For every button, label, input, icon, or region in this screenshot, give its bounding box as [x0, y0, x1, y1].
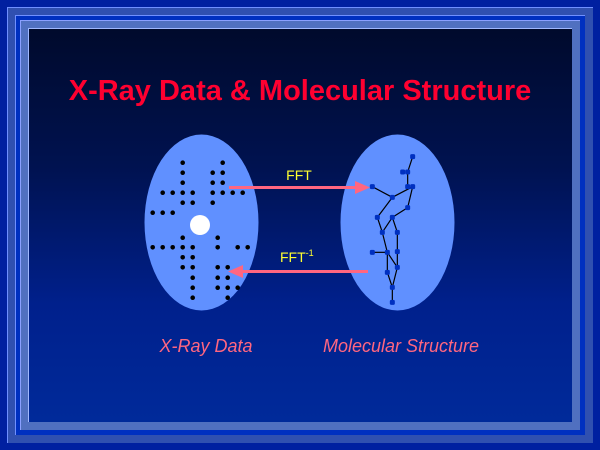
- diffraction-spot: [220, 190, 225, 195]
- molecule-atom: [384, 269, 390, 275]
- diffraction-spot: [215, 285, 220, 291]
- inverse-fft-label-exponent: -1: [306, 248, 314, 258]
- diffraction-spot: [220, 180, 225, 185]
- diffraction-spot: [180, 160, 185, 165]
- diffraction-spot: [215, 235, 220, 240]
- diffraction-spot: [190, 285, 195, 291]
- diffraction-spot: [180, 245, 185, 250]
- diffraction-spot: [245, 245, 250, 250]
- diffraction-spot: [235, 245, 240, 250]
- diffraction-spot: [215, 265, 220, 270]
- diffraction-spot: [170, 210, 175, 215]
- diffraction-spot: [190, 265, 195, 270]
- molecule-atom: [374, 214, 380, 220]
- molecule-atom: [369, 184, 375, 190]
- diffraction-spot: [170, 245, 175, 250]
- molecule-atom: [400, 169, 406, 175]
- diffraction-spot: [225, 265, 230, 270]
- diffraction-spot: [215, 275, 220, 281]
- molecule-bond: [386, 252, 398, 268]
- beam-center-spot: [190, 215, 210, 235]
- xray-data-caption: X-Ray Data: [158, 336, 252, 356]
- molecule-bond: [381, 217, 393, 233]
- molecule-bond: [391, 267, 398, 288]
- molecule-atom: [394, 264, 400, 270]
- inverse-fft-label: FFT-1: [280, 248, 314, 265]
- molecule-atom: [379, 229, 385, 235]
- diffraction-spot: [225, 295, 230, 301]
- diffraction-spot: [210, 170, 215, 175]
- diffraction-spot: [210, 200, 215, 205]
- diffraction-spot: [150, 245, 155, 250]
- molecule-bond: [376, 196, 393, 218]
- diffraction-spot: [150, 210, 155, 215]
- diffraction-spot: [190, 295, 195, 301]
- molecular-structure-caption: Molecular Structure: [323, 336, 479, 356]
- molecule-atom: [394, 249, 400, 255]
- molecule-atom: [405, 205, 411, 211]
- diffraction-spot: [180, 235, 185, 240]
- molecule-bond: [372, 186, 393, 198]
- diffraction-spot: [220, 170, 225, 175]
- molecule-atom: [410, 154, 416, 160]
- diffraction-spot: [180, 180, 185, 185]
- diffraction-spot: [190, 275, 195, 281]
- molecule-atoms: [369, 154, 416, 305]
- diffraction-spots: [150, 160, 250, 301]
- molecule-bond: [407, 186, 414, 208]
- molecule-atom: [405, 169, 411, 175]
- slide-title: X-Ray Data & Molecular Structure: [69, 75, 532, 107]
- fft-arrow: [229, 181, 370, 194]
- inverse-fft-label-base: FFT: [280, 249, 306, 265]
- molecule-atom: [389, 214, 395, 220]
- diffraction-spot: [240, 190, 245, 195]
- diffraction-spot: [180, 265, 185, 270]
- molecule-atom: [405, 184, 411, 190]
- diffraction-spot: [215, 245, 220, 250]
- diffraction-spot: [225, 285, 230, 291]
- diffraction-spot: [190, 200, 195, 205]
- molecule-bond: [407, 156, 414, 173]
- diffraction-spot: [190, 190, 195, 195]
- diffraction-spot: [210, 190, 215, 195]
- diffraction-spot: [160, 190, 165, 195]
- molecule-bond: [392, 207, 408, 218]
- molecule-atom: [389, 299, 395, 305]
- molecule-atom: [369, 249, 375, 255]
- molecule-bond: [381, 232, 388, 253]
- inverse-fft-arrow: [228, 265, 368, 278]
- molecule-atom: [394, 229, 400, 235]
- diffraction-spot: [180, 200, 185, 205]
- molecule-atom: [389, 194, 395, 200]
- diffraction-spot: [180, 170, 185, 175]
- fft-label: FFT: [286, 167, 312, 183]
- diffraction-spot: [235, 285, 240, 291]
- diffraction-spot: [160, 210, 165, 215]
- molecule-atom: [410, 184, 416, 190]
- diffraction-spot: [220, 160, 225, 165]
- diffraction-spot: [180, 190, 185, 195]
- diffraction-spot: [170, 190, 175, 195]
- diffraction-spot: [190, 254, 195, 260]
- diffraction-spot: [230, 190, 235, 195]
- inverse-fft-arrow-head: [228, 265, 243, 278]
- diffraction-spot: [210, 180, 215, 185]
- diffraction-spot: [225, 275, 230, 281]
- molecule-atom: [389, 284, 395, 290]
- fft-arrow-head: [355, 181, 370, 194]
- diffraction-spot: [160, 245, 165, 250]
- slide-background: [28, 28, 572, 422]
- diffraction-spot: [180, 254, 185, 260]
- molecule-atom: [384, 249, 390, 255]
- diffraction-spot: [190, 245, 195, 250]
- molecule-ellipse: [340, 134, 455, 311]
